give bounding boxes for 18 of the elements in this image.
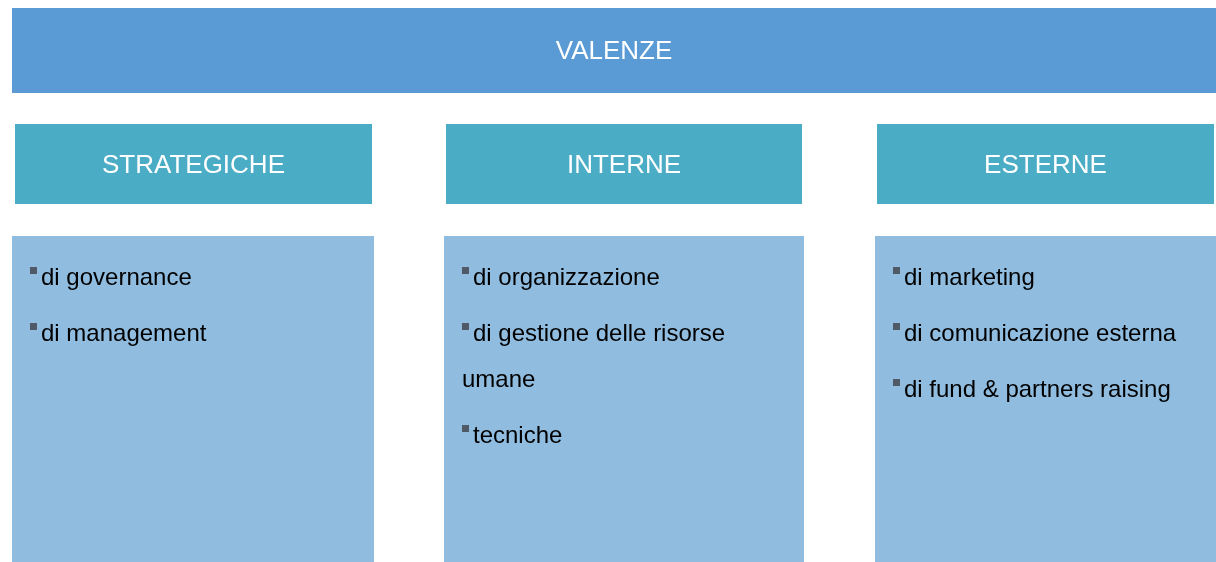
list-item: di marketing	[893, 254, 1200, 300]
header-text: INTERNE	[566, 148, 682, 180]
title-band	[12, 8, 1216, 93]
list-item: di management	[30, 310, 358, 356]
list-panel	[444, 236, 804, 562]
list-panel	[12, 236, 374, 562]
category-header	[446, 124, 802, 204]
header-text: ESTERNE	[984, 148, 1107, 180]
list-panel	[875, 236, 1216, 562]
list-item: tecniche	[462, 412, 788, 458]
title-text: VALENZE	[555, 35, 673, 66]
list-item: di organizzazione	[462, 254, 788, 300]
category-header	[877, 124, 1214, 204]
list-item: di fund & partners raising	[893, 366, 1200, 412]
category-header	[15, 124, 372, 204]
list-item: di governance	[30, 254, 358, 300]
list-item: di comunicazione esterna	[893, 310, 1200, 356]
header-text: STRATEGICHE	[102, 148, 285, 180]
